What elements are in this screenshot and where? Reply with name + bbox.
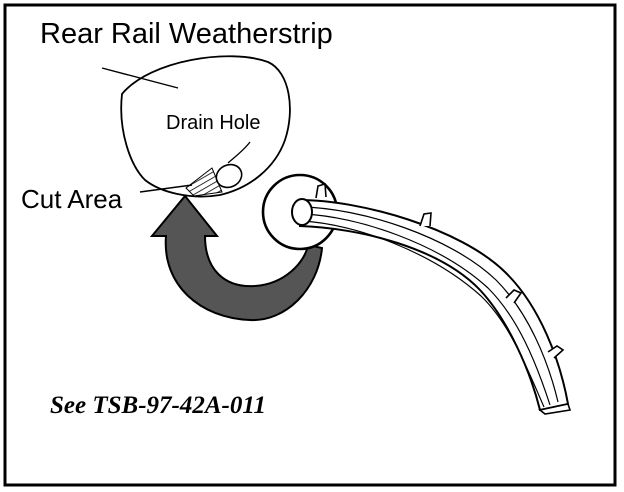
weatherstrip-body <box>299 198 570 412</box>
weatherstrip-tip <box>538 403 572 415</box>
cut-area-label: Cut Area <box>21 184 123 214</box>
drain-hole-leader <box>227 141 251 164</box>
detail-balloon <box>120 55 291 198</box>
clip <box>505 289 523 304</box>
weatherstrip-groove-3 <box>301 220 545 408</box>
clip <box>419 212 432 227</box>
cut-area-leader <box>139 184 193 193</box>
weatherstrip-leader <box>101 67 179 89</box>
tsb-reference: See TSB-97-42A-011 <box>50 392 266 419</box>
weatherstrip-groove-2 <box>301 213 551 406</box>
cut-area <box>185 167 223 197</box>
weatherstrip-label: Rear Rail Weatherstrip <box>40 18 333 50</box>
rotation-arrow <box>149 194 324 322</box>
rail-end-cap <box>291 198 313 226</box>
clip <box>547 345 565 359</box>
clip <box>315 182 327 199</box>
drain-hole-label: Drain Hole <box>166 112 261 134</box>
weatherstrip-groove-1 <box>301 206 559 403</box>
figure-border <box>3 3 617 487</box>
